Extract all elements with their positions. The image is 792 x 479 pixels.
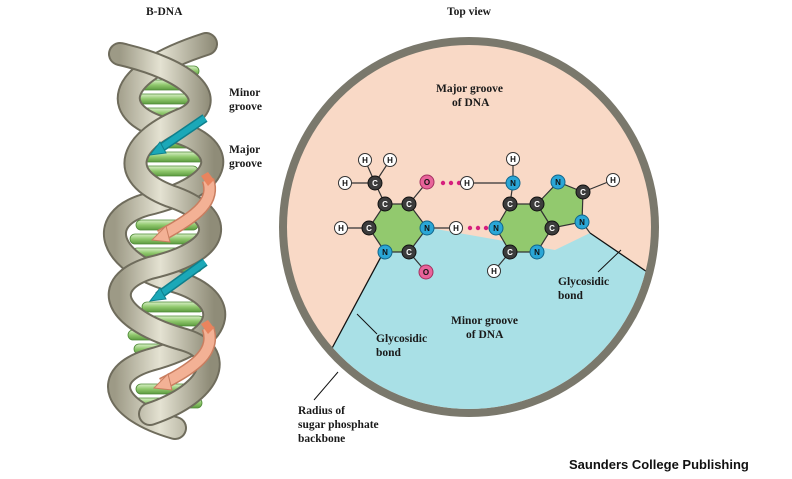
svg-text:Major groove: Major groove bbox=[436, 83, 503, 95]
svg-text:H: H bbox=[453, 224, 459, 233]
svg-text:H: H bbox=[338, 224, 344, 233]
atom-carbon: C bbox=[575, 184, 591, 200]
hydrogen-bond-dots bbox=[440, 180, 489, 231]
atom-nitrogen: N bbox=[419, 220, 435, 236]
atom-carbon: C bbox=[544, 220, 560, 236]
svg-text:bond: bond bbox=[558, 290, 584, 302]
atom-oxygen: O bbox=[418, 264, 434, 280]
atom-nitrogen: N bbox=[488, 220, 504, 236]
minor-groove-label: Minor groove bbox=[229, 87, 262, 113]
atom-carbon: C bbox=[361, 220, 377, 236]
svg-text:Minor groove: Minor groove bbox=[451, 315, 518, 327]
svg-text:C: C bbox=[382, 200, 388, 209]
svg-text:of DNA: of DNA bbox=[452, 97, 490, 109]
atom-hydrogen: H bbox=[487, 264, 501, 278]
atom-nitrogen: N bbox=[505, 175, 521, 191]
atom-nitrogen: N bbox=[529, 244, 545, 260]
atom-nitrogen: N bbox=[377, 244, 393, 260]
atom-carbon: C bbox=[502, 196, 518, 212]
atom-hydrogen: H bbox=[606, 173, 620, 187]
svg-text:N: N bbox=[424, 224, 430, 233]
atom-hydrogen: H bbox=[506, 152, 520, 166]
minor-groove-dna-label: Minor groove of DNA bbox=[451, 315, 518, 341]
svg-text:O: O bbox=[424, 178, 430, 187]
svg-text:N: N bbox=[579, 218, 585, 227]
atom-hydrogen: H bbox=[460, 176, 474, 190]
svg-text:Glycosidic: Glycosidic bbox=[376, 333, 427, 345]
svg-text:Glycosidic: Glycosidic bbox=[558, 276, 609, 288]
atom-hydrogen: H bbox=[383, 153, 397, 167]
svg-text:N: N bbox=[534, 248, 540, 257]
atom-carbon: C bbox=[367, 175, 383, 191]
svg-text:H: H bbox=[387, 156, 393, 165]
bdna-title: B-DNA bbox=[146, 6, 183, 18]
svg-text:of DNA: of DNA bbox=[466, 329, 504, 341]
atom-carbon: C bbox=[401, 196, 417, 212]
atom-carbon: C bbox=[502, 244, 518, 260]
atom-hydrogen: H bbox=[338, 176, 352, 190]
glycosidic-bond-right-label: Glycosidic bond bbox=[558, 249, 622, 302]
svg-text:backbone: backbone bbox=[298, 433, 345, 445]
svg-text:C: C bbox=[580, 188, 586, 197]
atom-hydrogen: H bbox=[334, 221, 348, 235]
base-pair-molecule: C C C C C N N O O H H H H H H H H H N N … bbox=[334, 152, 620, 280]
svg-text:H: H bbox=[610, 176, 616, 185]
svg-text:N: N bbox=[510, 179, 516, 188]
svg-text:bond: bond bbox=[376, 347, 402, 359]
svg-text:H: H bbox=[342, 179, 348, 188]
svg-text:Major: Major bbox=[229, 144, 260, 156]
svg-text:C: C bbox=[507, 248, 513, 257]
sugar-phosphate-strands bbox=[103, 32, 226, 440]
atom-carbon: C bbox=[401, 244, 417, 260]
major-groove-arrow bbox=[150, 172, 217, 391]
topview-title: Top view bbox=[447, 6, 492, 18]
radius-backbone-label: Radius of sugar phosphate backbone bbox=[298, 371, 379, 445]
svg-text:C: C bbox=[406, 200, 412, 209]
svg-text:N: N bbox=[555, 178, 561, 187]
atom-nitrogen: N bbox=[574, 214, 590, 230]
svg-text:H: H bbox=[491, 267, 497, 276]
publisher-credit: Saunders College Publishing bbox=[569, 457, 749, 472]
major-groove-dna-label: Major groove of DNA bbox=[436, 83, 503, 109]
svg-text:C: C bbox=[507, 200, 513, 209]
svg-text:C: C bbox=[406, 248, 412, 257]
svg-text:groove: groove bbox=[229, 158, 262, 170]
svg-text:groove: groove bbox=[229, 101, 262, 113]
svg-text:C: C bbox=[534, 200, 540, 209]
svg-text:H: H bbox=[362, 156, 368, 165]
glycosidic-bond-left-label: Glycosidic bond bbox=[356, 313, 427, 359]
atom-carbon: C bbox=[529, 196, 545, 212]
minor-groove-arrow bbox=[148, 114, 208, 302]
major-groove-label: Major groove bbox=[229, 144, 262, 170]
atom-hydrogen: H bbox=[449, 221, 463, 235]
atom-nitrogen: N bbox=[550, 174, 566, 190]
svg-text:Radius of: Radius of bbox=[298, 405, 345, 417]
atom-hydrogen: H bbox=[358, 153, 372, 167]
atom-carbon: C bbox=[377, 196, 393, 212]
svg-text:H: H bbox=[510, 155, 516, 164]
svg-text:N: N bbox=[382, 248, 388, 257]
svg-text:C: C bbox=[549, 224, 555, 233]
svg-text:C: C bbox=[366, 224, 372, 233]
svg-text:O: O bbox=[423, 268, 429, 277]
svg-text:N: N bbox=[493, 224, 499, 233]
svg-text:Minor: Minor bbox=[229, 87, 260, 99]
svg-text:H: H bbox=[464, 179, 470, 188]
svg-text:C: C bbox=[372, 179, 378, 188]
double-helix bbox=[103, 32, 226, 440]
atom-oxygen: O bbox=[419, 174, 435, 190]
svg-text:sugar phosphate: sugar phosphate bbox=[298, 419, 379, 431]
